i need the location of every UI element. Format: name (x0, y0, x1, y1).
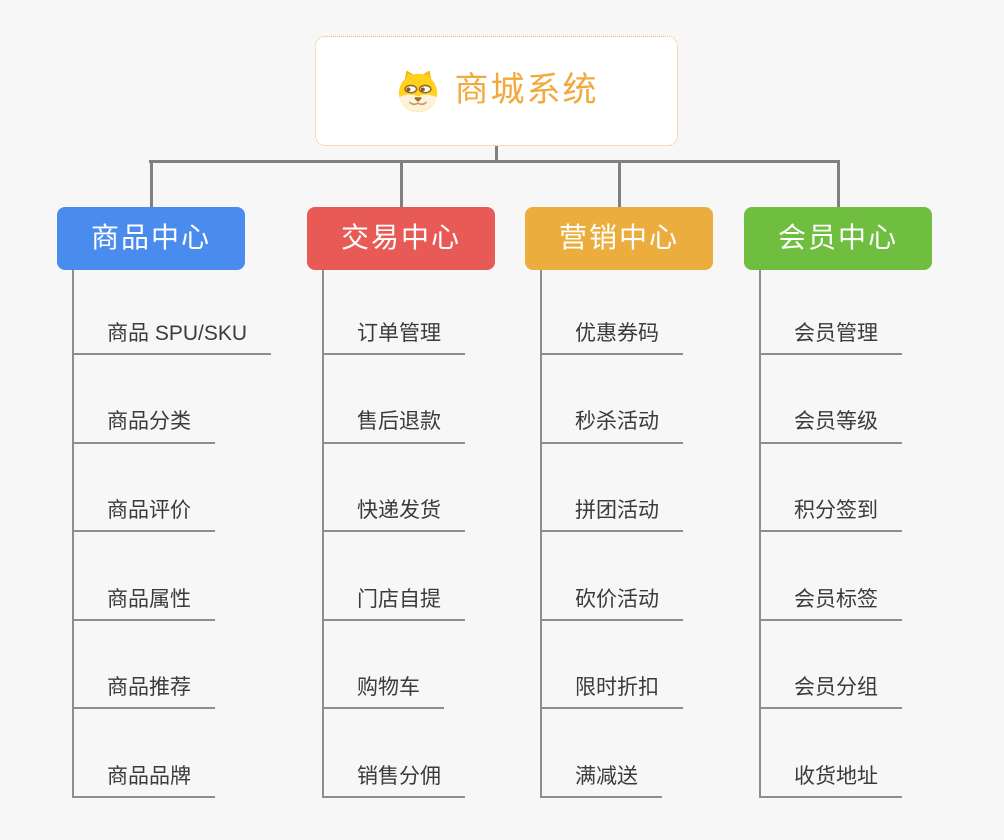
leaf-node[interactable]: 销售分佣 (324, 709, 465, 798)
branch-children: 商品 SPU/SKU 商品分类商品评价商品属性商品推荐商品品牌 (72, 270, 272, 798)
leaf-node[interactable]: 会员管理 (761, 270, 902, 355)
leaf-label: 满减送 (575, 764, 638, 788)
branch-node[interactable]: 交易中心 (307, 207, 495, 270)
leaf-label: 会员管理 (794, 321, 878, 345)
leaf-label: 积分签到 (794, 499, 878, 523)
leaf-node[interactable]: 优惠券码 (542, 270, 683, 355)
leaf-node[interactable]: 售后退款 (324, 355, 465, 444)
dog-face-icon (395, 69, 441, 113)
leaf-label: 商品 SPU/SKU (107, 321, 248, 345)
leaf-node[interactable]: 购物车 (324, 621, 444, 710)
leaf-node[interactable]: 积分签到 (761, 444, 902, 533)
leaf-node[interactable]: 限时折扣 (542, 621, 683, 710)
leaf-label: 收货地址 (794, 764, 878, 788)
leaf-node[interactable]: 会员分组 (761, 621, 902, 710)
leaf-label: 商品属性 (107, 587, 191, 611)
leaf-node[interactable]: 商品评价 (74, 444, 215, 533)
leaf-node[interactable]: 门店自提 (324, 532, 465, 621)
leaf-label: 会员等级 (794, 410, 878, 434)
leaf-node[interactable]: 商品 SPU/SKU (74, 270, 272, 355)
root-node[interactable]: 商城系统 (315, 36, 678, 146)
branch-children: 会员管理会员等级积分签到会员标签会员分组收货地址 (759, 270, 902, 798)
leaf-label: 购物车 (357, 676, 420, 700)
root-title: 商城系统 (454, 71, 599, 110)
leaf-node[interactable]: 快递发货 (324, 444, 465, 533)
leaf-label: 门店自提 (357, 587, 441, 611)
leaf-node[interactable]: 会员等级 (761, 355, 902, 444)
leaf-label: 订单管理 (357, 321, 441, 345)
leaf-node[interactable]: 商品分类 (74, 355, 215, 444)
leaf-label: 商品品牌 (107, 764, 191, 788)
branch-drop-connector (836, 160, 840, 208)
leaf-label: 优惠券码 (575, 321, 659, 345)
leaf-label: 秒杀活动 (575, 410, 659, 434)
branch-drop-connector (399, 160, 403, 208)
leaf-label: 商品评价 (107, 499, 191, 523)
branch-drop-connector (617, 160, 621, 208)
branch-node[interactable]: 商品中心 (57, 207, 245, 270)
branch-drop-connector (149, 160, 153, 208)
leaf-node[interactable]: 商品推荐 (74, 621, 215, 710)
leaf-label: 拼团活动 (575, 499, 659, 523)
root-stem-connector (495, 146, 498, 162)
leaf-label: 会员分组 (794, 676, 878, 700)
leaf-label: 会员标签 (794, 587, 878, 611)
branch-children: 订单管理售后退款快递发货门店自提购物车销售分佣 (322, 270, 465, 798)
leaf-label: 售后退款 (357, 410, 441, 434)
leaf-node[interactable]: 会员标签 (761, 532, 902, 621)
leaf-label: 快递发货 (357, 499, 441, 523)
leaf-node[interactable]: 商品品牌 (74, 709, 215, 798)
leaf-node[interactable]: 秒杀活动 (542, 355, 683, 444)
branch-children: 优惠券码秒杀活动拼团活动砍价活动限时折扣满减送 (540, 270, 683, 798)
leaf-label: 商品分类 (107, 410, 191, 434)
leaf-node[interactable]: 满减送 (542, 709, 662, 798)
branch-node[interactable]: 会员中心 (744, 207, 932, 270)
leaf-label: 砍价活动 (575, 587, 659, 611)
leaf-node[interactable]: 拼团活动 (542, 444, 683, 533)
leaf-node[interactable]: 收货地址 (761, 709, 902, 798)
leaf-node[interactable]: 砍价活动 (542, 532, 683, 621)
branch-horizontal-connector (149, 160, 840, 163)
leaf-node[interactable]: 商品属性 (74, 532, 215, 621)
leaf-label: 商品推荐 (107, 676, 191, 700)
branch-node[interactable]: 营销中心 (525, 207, 713, 270)
leaf-label: 限时折扣 (575, 676, 659, 700)
leaf-label: 销售分佣 (357, 764, 441, 788)
leaf-node[interactable]: 订单管理 (324, 270, 465, 355)
